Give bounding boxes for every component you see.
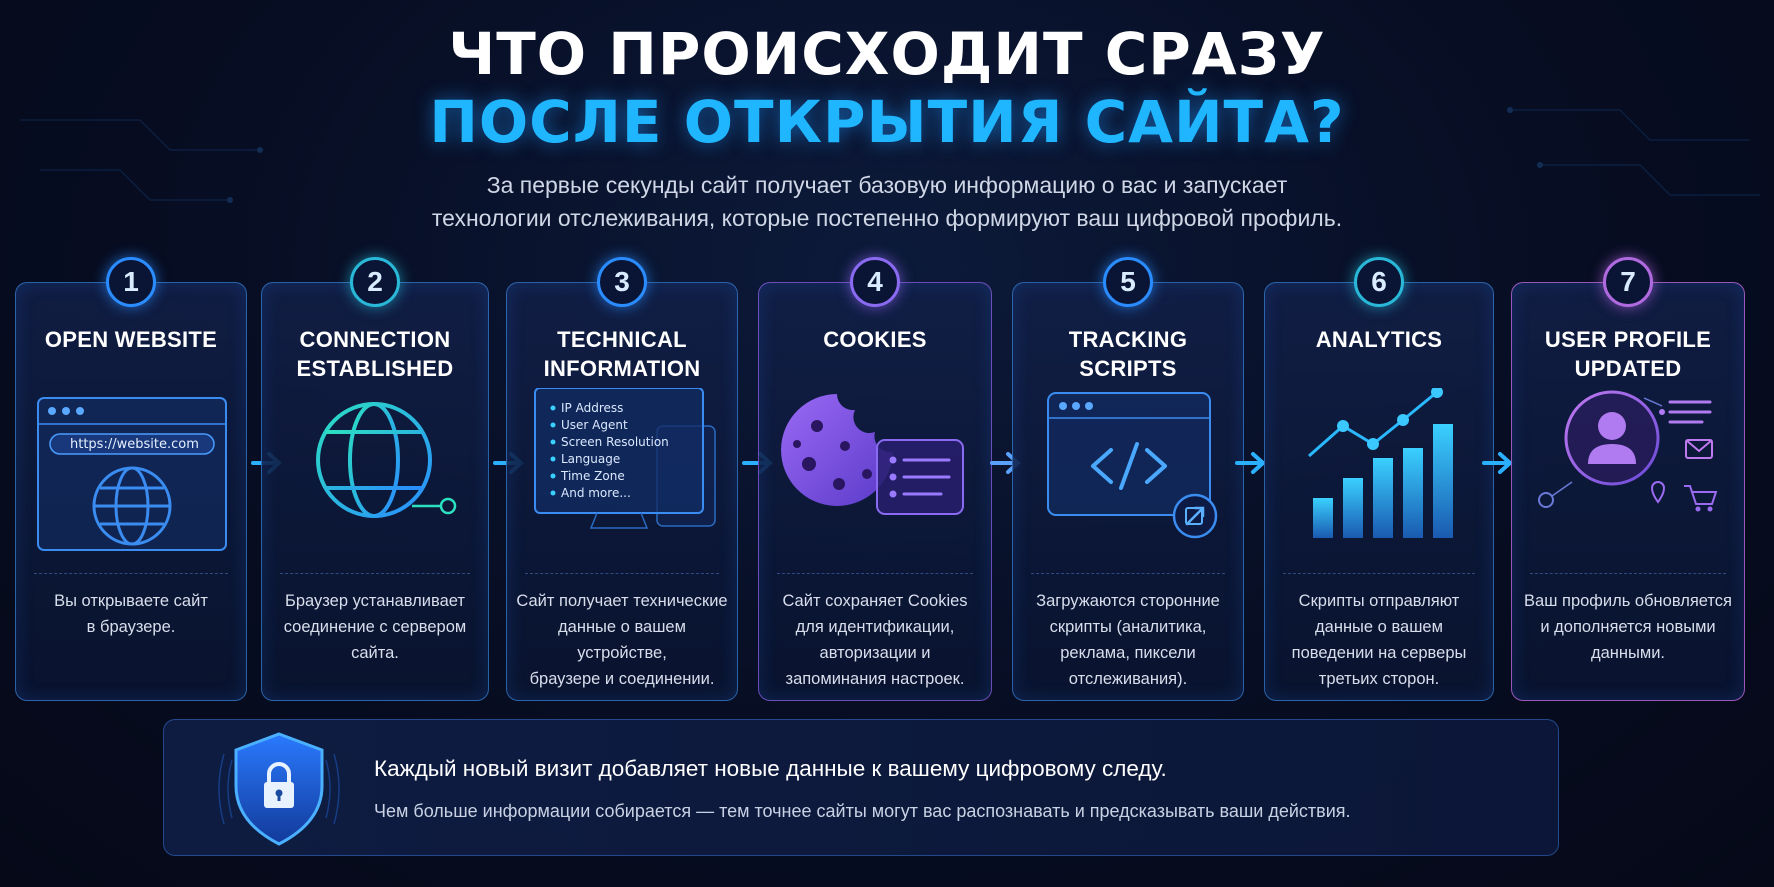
divider [525,573,719,574]
url-bar: https://website.com [70,437,199,452]
divider [1283,573,1475,574]
device-info-icon: IP Address User Agent Screen Resolution … [507,387,737,558]
list-item: IP Address [561,401,624,415]
step-number-badge: 2 [350,257,400,307]
list-item: Language [561,452,621,466]
divider [1031,573,1225,574]
divider [1530,573,1726,574]
user-profile-icon [1512,388,1744,558]
divider [280,573,470,574]
list-item: Screen Resolution [561,435,669,449]
shield-lock-icon [218,732,340,846]
subtitle-line2: технологии отслеживания, которые постепе… [431,205,1343,231]
globe-icon [262,388,488,558]
chevron-right-icon [1235,452,1266,474]
step-number-badge: 3 [597,257,647,307]
list-item: Time Zone [561,469,625,483]
divider [34,573,228,574]
banner-headline: Каждый новый визит добавляет новые данны… [374,756,1167,781]
step-number-badge: 6 [1354,257,1404,307]
divider [777,573,973,574]
page-title-line2: ПОСЛЕ ОТКРЫТИЯ САЙТА? [429,88,1345,156]
list-item: And more... [561,486,631,500]
info-banner: Каждый новый визит добавляет новые данны… [163,719,1559,856]
list-item: User Agent [561,418,628,432]
page-title-line1: ЧТО ПРОИСХОДИТ СРАЗУ [448,20,1326,88]
step-number-badge: 4 [850,257,900,307]
info-list: IP Address User Agent Screen Resolution … [561,400,669,502]
cookie-icon [759,388,991,558]
step-title: COOKIES [823,327,927,352]
step-title: ANALYTICS [1315,327,1443,352]
bar-chart-icon [1265,386,1493,558]
step-number-badge: 7 [1603,257,1653,307]
chevron-right-icon [1482,452,1513,474]
step-number-badge: 1 [106,257,156,307]
step-card-1: 1 OPEN WEBSITE https://website.com Вы от… [15,257,247,701]
banner-subtext: Чем больше информации собирается — тем т… [374,801,1351,821]
step-number-badge: 5 [1103,257,1153,307]
browser-globe-icon: https://website.com [16,388,246,558]
subtitle-line1: За первые секунды сайт получает базовую … [486,172,1288,198]
code-window-icon [1013,388,1243,558]
step-title: OPEN WEBSITE [44,327,218,352]
